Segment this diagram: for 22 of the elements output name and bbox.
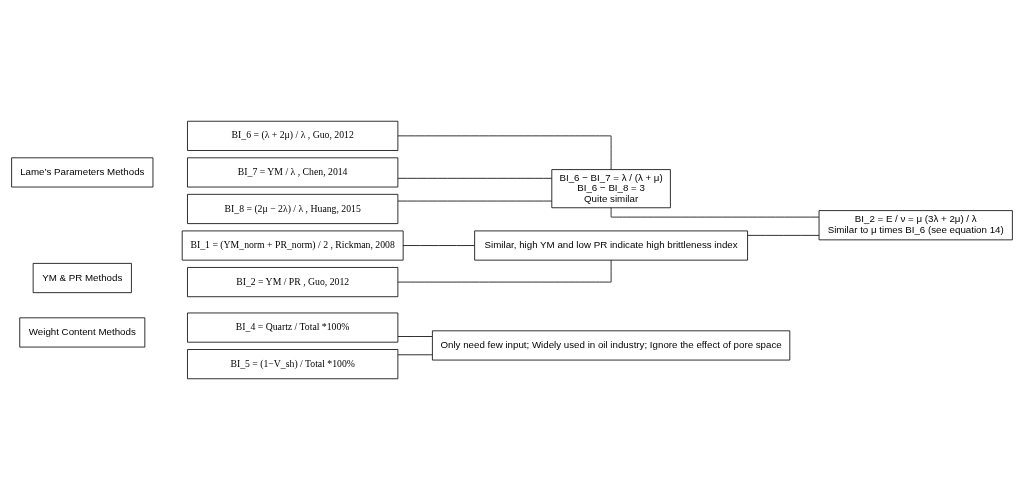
node-box: BI_2 = E / ν = μ (3λ + 2μ) / λ Similar to μ times BI_6 (see equation 14) xyxy=(818,209,1013,240)
node-box: BI_7 = YM / λ , Chen, 2014 xyxy=(187,156,399,187)
node-box: BI_6 − BI_7 = λ / (λ + μ) BI_6 − BI_8 = 3 Quite similar xyxy=(551,168,671,208)
connector xyxy=(402,244,475,246)
node-box: Similar, high YM and low PR indicate high brittleness index xyxy=(474,230,748,261)
connector xyxy=(747,234,820,236)
node-box: BI_4 = Quartz / Total *100% xyxy=(187,312,399,343)
node-box: BI_1 = (YM_norm + PR_norm) / 2 , Rickman, 2008 xyxy=(181,230,404,261)
node-box: Weight Content Methods xyxy=(19,316,146,347)
node-box: BI_5 = (1−V_sh) / Total *100% xyxy=(187,348,399,379)
connector xyxy=(397,177,553,179)
node-box: YM & PR Methods xyxy=(32,262,132,293)
connector xyxy=(397,200,553,201)
connector xyxy=(397,259,612,282)
node-box: BI_8 = (2μ − 2λ) / λ , Huang, 2015 xyxy=(187,193,399,224)
connector xyxy=(397,353,433,355)
node-box: Lame’s Parameters Methods xyxy=(11,156,154,187)
connector xyxy=(397,134,612,170)
node-box: BI_6 = (λ + 2μ) / λ , Guo, 2012 xyxy=(187,120,399,151)
node-box: BI_2 = YM / PR , Guo, 2012 xyxy=(187,266,399,297)
node-box: Only need few input; Widely used in oil industry; Ignore the effect of pore space xyxy=(432,329,791,360)
connector xyxy=(397,335,433,337)
